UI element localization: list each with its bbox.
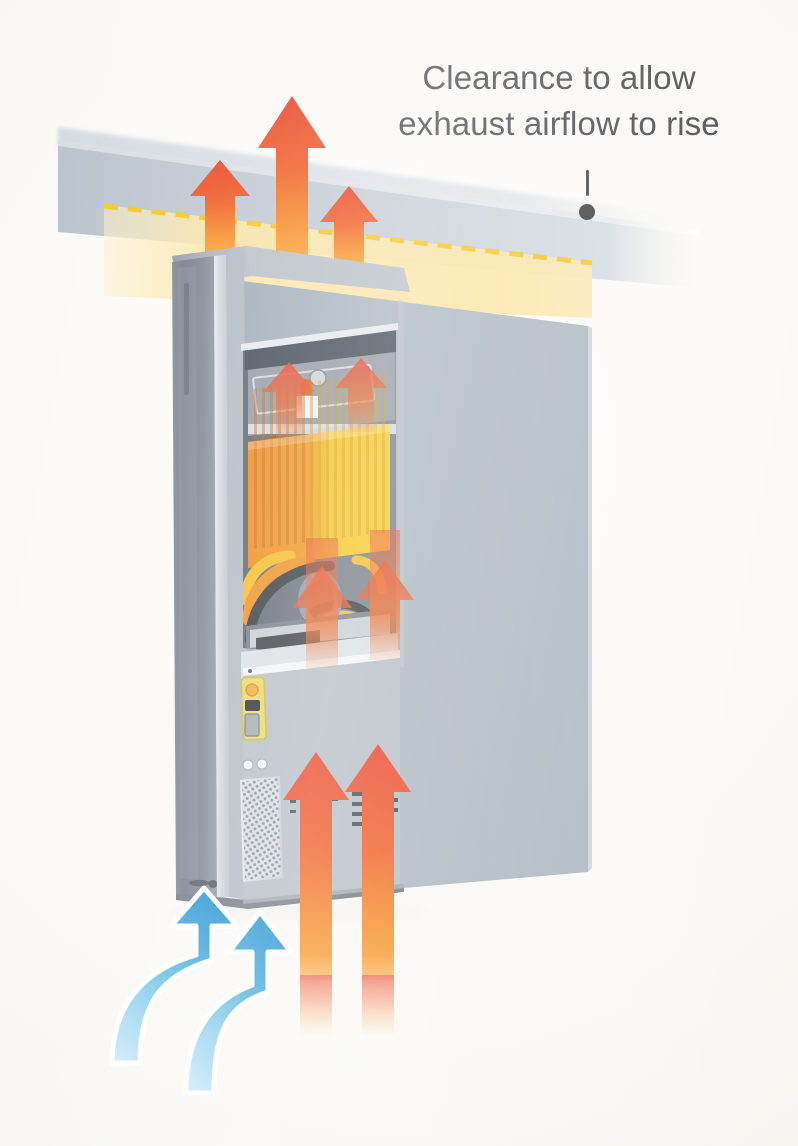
exhaust-arrows-front	[283, 744, 411, 1037]
intake-arrows	[109, 885, 294, 1096]
indicator-display	[244, 713, 260, 737]
exhaust-arrows-interior-upper	[263, 358, 387, 440]
intake-airflow-arrow	[183, 909, 294, 1096]
enclosure-front-edge	[226, 252, 248, 900]
side-panel-hole	[208, 880, 218, 888]
enclosure-side-panel	[172, 256, 217, 898]
exhaust-airflow-arrow	[190, 160, 250, 255]
exhaust-airflow-arrow	[345, 744, 411, 980]
interior-divider-rail	[248, 424, 396, 434]
back-panel-right-edge	[588, 326, 592, 872]
perforated-vent-panel	[240, 776, 283, 882]
status-indicator-strip	[240, 669, 268, 741]
exhaust-arrows-above	[190, 96, 378, 268]
enclosure-top-face-right	[246, 246, 410, 292]
leader-dot	[579, 204, 595, 220]
indicator-lamp	[245, 683, 259, 697]
intake-airflow-arrow	[109, 885, 240, 1066]
interior-window-top-bezel	[241, 323, 398, 351]
side-panel-highlight	[178, 266, 198, 880]
page-title: Clearance to allow exhaust airflow to ri…	[398, 59, 720, 142]
interior-round-dial	[309, 369, 327, 387]
enclosure-corner-bezel	[214, 255, 229, 898]
exhaust-columns	[306, 530, 400, 656]
side-panel-seam	[184, 283, 189, 395]
leader-line	[586, 170, 589, 196]
interior-upper-slot	[245, 327, 396, 370]
front-button-left[interactable]	[242, 759, 254, 771]
exhaust-airflow-arrow	[258, 96, 326, 262]
exhaust-tail-fade	[296, 955, 398, 1037]
side-panel-slot	[189, 879, 209, 887]
heatsink-body	[248, 424, 390, 568]
exhaust-airflow-arrow	[263, 362, 315, 440]
exhaust-airflow-arrow	[320, 186, 378, 268]
indicator-dot	[248, 669, 252, 673]
front-button-right[interactable]	[256, 758, 268, 770]
indicator-socket	[245, 700, 260, 711]
exhaust-airflow-arrow	[335, 358, 387, 432]
exhaust-airflow-arrow	[283, 752, 349, 980]
